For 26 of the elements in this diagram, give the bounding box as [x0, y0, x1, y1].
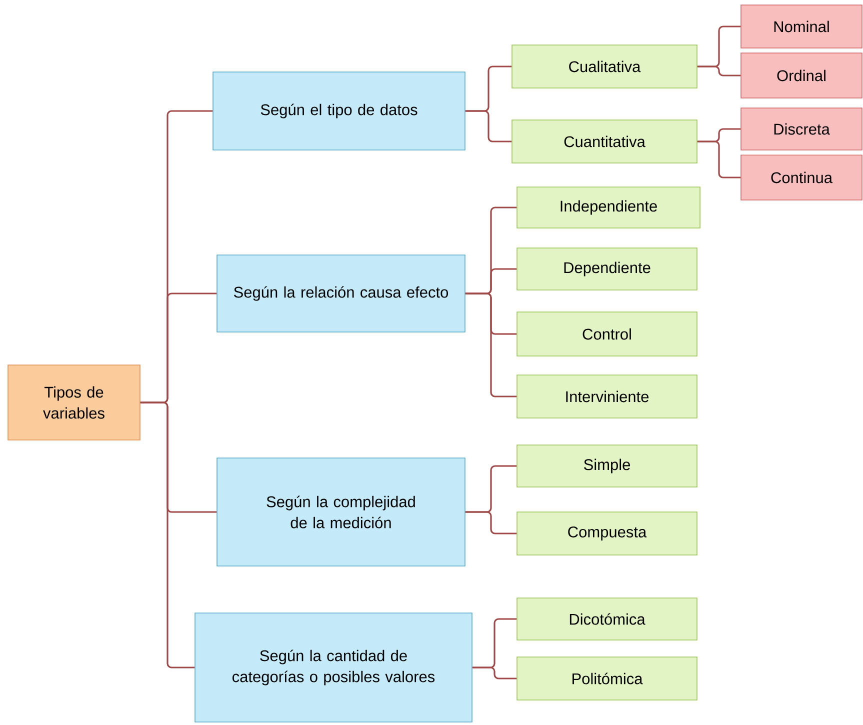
type-box: Independiente — [516, 186, 700, 228]
category-box: Según la relación causa efecto — [216, 254, 466, 332]
subtype-box: Discreta — [740, 108, 862, 150]
type-box: Dicotómica — [516, 598, 698, 640]
connector-line — [465, 110, 512, 142]
connector-line — [697, 140, 741, 178]
type-box: Simple — [516, 444, 698, 488]
connector-line — [465, 511, 517, 534]
connector-line — [472, 666, 517, 680]
type-box: Control — [516, 312, 698, 356]
type-box: Interviniente — [516, 374, 698, 418]
type-box: Dependiente — [516, 248, 698, 290]
type-box: Compuesta — [516, 512, 698, 556]
subtype-box: Continua — [740, 154, 862, 200]
type-box: Cuantitativa — [512, 120, 698, 164]
category-box: Según la cantidad de categorías o posibles valores — [194, 612, 472, 722]
subtype-box: Ordinal — [740, 52, 862, 98]
category-box: Según el tipo de datos — [212, 72, 466, 150]
connector-line — [140, 402, 195, 668]
category-box: Según la complejidad de la medición — [216, 458, 466, 566]
subtype-box: Nominal — [740, 4, 862, 48]
type-box: Politómica — [516, 656, 698, 700]
connector-line — [697, 66, 741, 76]
connector-line — [465, 292, 517, 398]
type-box: Cualitativa — [512, 44, 698, 88]
variable-type-box: Tipos de variables — [8, 364, 140, 440]
